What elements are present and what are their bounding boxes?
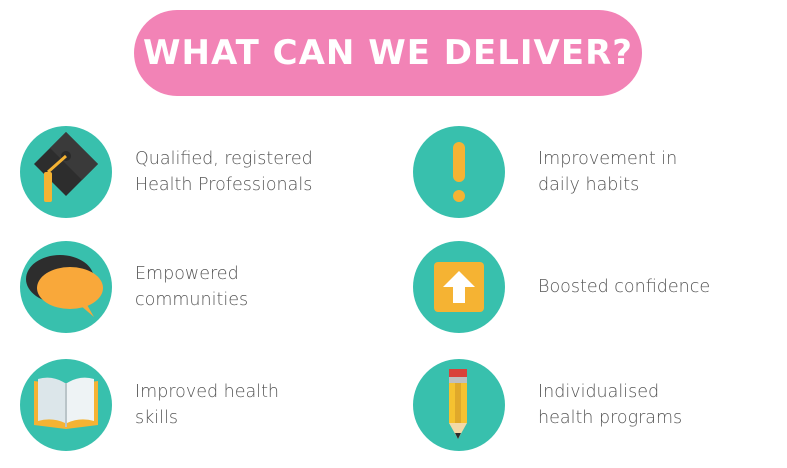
page-title: WHAT CAN WE DELIVER?: [143, 33, 633, 73]
feature-label: Improvement in daily habits: [538, 149, 678, 195]
feature-label: Empowered communities: [135, 264, 249, 310]
speech-bubble-icon: [20, 241, 112, 333]
feature-item-qualified-professionals: Qualified, registered Health Professiona…: [20, 126, 380, 218]
feature-label: Boosted confidence: [538, 277, 711, 297]
feature-label: Improved health skills: [135, 382, 280, 428]
open-book-icon: [20, 359, 112, 451]
graduation-cap-icon: [20, 126, 112, 218]
feature-label: Qualified, registered Health Professiona…: [135, 149, 313, 195]
feature-label: Individualised health programs: [538, 382, 683, 428]
feature-item-individualised-programs: Individualised health programs: [413, 359, 773, 451]
up-arrow-icon: [413, 241, 505, 333]
pencil-icon: [413, 359, 505, 451]
feature-item-health-skills: Improved health skills: [20, 359, 380, 451]
feature-item-boosted-confidence: Boosted confidence: [413, 241, 773, 333]
exclamation-icon: [413, 126, 505, 218]
feature-item-daily-habits: Improvement in daily habits: [413, 126, 773, 218]
title-banner: WHAT CAN WE DELIVER?: [134, 10, 642, 96]
feature-item-empowered-communities: Empowered communities: [20, 241, 380, 333]
